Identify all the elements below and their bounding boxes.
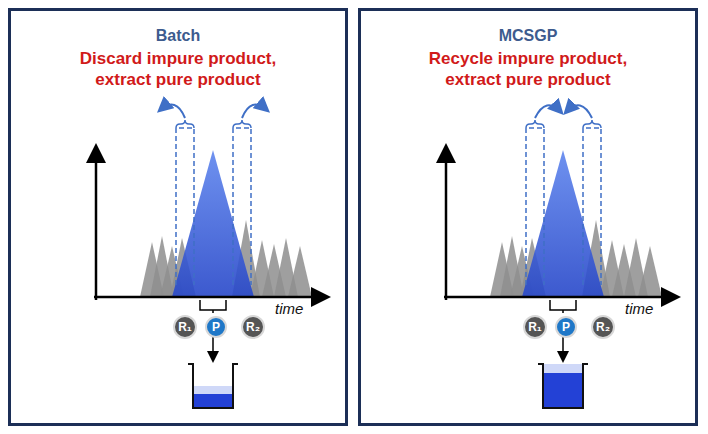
illustration-stroke xyxy=(160,105,185,118)
panel-subtitle: Discard impure product, extract pure pro… xyxy=(53,48,303,90)
illustration-stroke xyxy=(543,364,583,373)
illustration-stroke xyxy=(176,128,194,285)
illustration-stroke xyxy=(288,246,312,297)
panel-title: MCSGP xyxy=(361,27,695,45)
illustration-stroke xyxy=(526,128,544,285)
illustration-stroke xyxy=(638,246,662,297)
illustration-stroke xyxy=(242,105,267,118)
illustration-stroke xyxy=(95,148,98,300)
illustration-stroke xyxy=(176,120,194,128)
fraction-circle: R₂ xyxy=(241,315,265,339)
illustration-stroke xyxy=(535,105,561,118)
fraction-circle: R₁ xyxy=(523,315,547,339)
fraction-circle: P xyxy=(555,316,577,338)
illustration-stroke xyxy=(160,105,267,285)
fraction-label: P xyxy=(562,320,570,334)
illustration-stroke xyxy=(522,150,604,297)
illustration-stroke xyxy=(193,393,233,408)
comparison-panel: BatchDiscard impure product, extract pur… xyxy=(8,8,348,426)
illustration-stroke xyxy=(233,128,251,285)
illustration-stroke xyxy=(550,300,576,313)
illustration-stroke xyxy=(445,148,448,300)
fraction-label: R₂ xyxy=(246,320,260,334)
panel-subtitle: Recycle impure product, extract pure pro… xyxy=(403,48,653,90)
illustration-stroke xyxy=(562,336,564,360)
fraction-circle: R₁ xyxy=(173,315,197,339)
illustration-stroke xyxy=(444,296,676,299)
fraction-circle: R₂ xyxy=(591,315,615,339)
illustration-stroke xyxy=(200,300,226,313)
illustration-stroke xyxy=(193,386,233,394)
illustration-stroke xyxy=(526,105,601,285)
fraction-label: R₂ xyxy=(596,320,610,334)
fraction-label: R₁ xyxy=(178,320,192,334)
illustration-stroke xyxy=(94,296,326,299)
fraction-circle: P xyxy=(205,316,227,338)
illustration-stroke xyxy=(543,372,583,408)
illustration-stroke xyxy=(583,128,601,285)
axis-label: time xyxy=(275,300,303,317)
illustration-stroke xyxy=(526,120,544,128)
illustration-stroke xyxy=(566,105,592,118)
panel-title: Batch xyxy=(11,27,345,45)
illustration-stroke xyxy=(538,364,588,408)
illustration-stroke xyxy=(172,150,254,297)
fraction-label: P xyxy=(212,320,220,334)
illustration-stroke xyxy=(583,120,601,128)
illustration-stroke xyxy=(188,364,238,408)
fraction-label: R₁ xyxy=(528,320,542,334)
comparison-panel: MCSGP Recycle impure product, extract pur… xyxy=(358,8,698,426)
illustration-stroke xyxy=(233,120,251,128)
illustration-stroke xyxy=(212,336,214,360)
axis-label: time xyxy=(625,300,653,317)
